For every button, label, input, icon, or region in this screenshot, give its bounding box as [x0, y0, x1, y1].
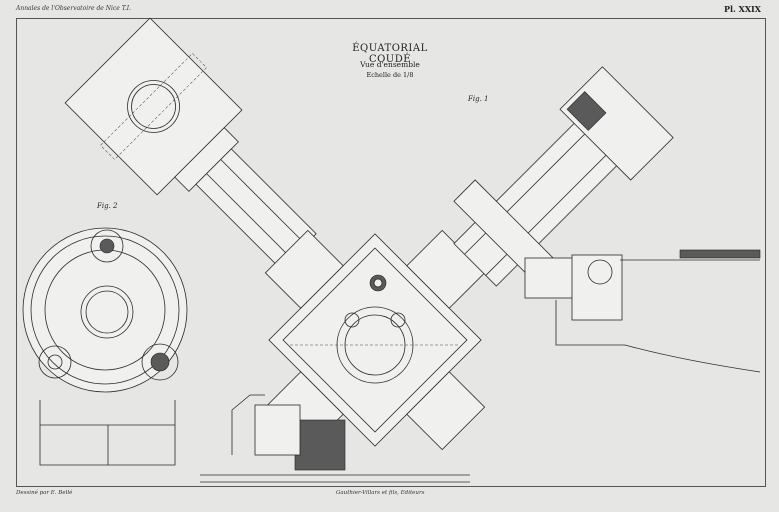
draftsman-credit: Dessiné par E. Bellé: [16, 490, 73, 496]
right-telescope-tube: [453, 66, 674, 287]
plate-scale: Echelle de 1/8: [366, 71, 414, 79]
plate-number: Pl. XXIX: [724, 4, 761, 14]
lower-drive-assembly: [200, 394, 470, 483]
figure-2-label: Fig. 2: [97, 202, 118, 210]
plate-title: ÉQUATORIAL COUDÉ: [352, 43, 428, 65]
observatory-pier: [524, 249, 761, 373]
publisher-credit: Gauthier-Villars et fils, Editeurs: [336, 490, 425, 496]
figure-1-label: Fig. 1: [468, 95, 489, 103]
upper-left-housing: [64, 17, 317, 270]
fig2-end-view: [22, 227, 188, 466]
plate-header-left: Annales de l'Observatoire de Nice T.I.: [16, 5, 132, 12]
plate-subtitle: Vue d'ensemble: [360, 60, 420, 69]
plate-border: [16, 18, 766, 487]
